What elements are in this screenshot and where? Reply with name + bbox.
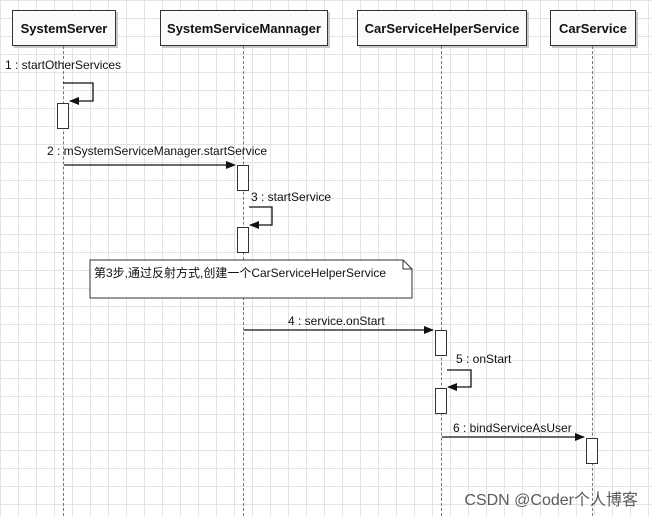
participant-car-service-helper-service: CarServiceHelperService bbox=[357, 10, 527, 46]
lifeline-system-server bbox=[63, 46, 64, 516]
csdn-watermark: CSDN @Coder个人博客 bbox=[464, 492, 638, 509]
message-arrow-1 bbox=[63, 82, 94, 105]
message-arrow-3 bbox=[249, 206, 273, 229]
lifeline-car-service-helper-service bbox=[441, 46, 442, 516]
lifeline-car-service bbox=[592, 46, 593, 516]
message-arrow-5 bbox=[447, 369, 472, 391]
activation-system-server bbox=[57, 103, 69, 129]
message-label-1: 1 : startOtherServices bbox=[5, 58, 122, 72]
message-label-3: 3 : startService bbox=[251, 190, 332, 204]
note-shape bbox=[89, 259, 413, 299]
note-text: 第3步,通过反射方式,创建一个CarServiceHelperService bbox=[94, 266, 387, 280]
activation-car-service bbox=[586, 438, 598, 464]
participant-system-service-manager: SystemServiceMannager bbox=[160, 10, 328, 46]
message-label-6: 6 : bindServiceAsUser bbox=[453, 421, 572, 435]
message-label-4: 4 : service.onStart bbox=[288, 314, 385, 328]
participant-system-server: SystemServer bbox=[12, 10, 116, 46]
participant-car-service: CarService bbox=[550, 10, 636, 46]
activation-system-service-manager-1 bbox=[237, 165, 249, 191]
message-label-2: 2 : mSystemServiceManager.startService bbox=[47, 144, 268, 158]
activation-system-service-manager-2 bbox=[237, 227, 249, 253]
activation-car-service-helper-2 bbox=[435, 388, 447, 414]
message-label-5: 5 : onStart bbox=[456, 352, 512, 366]
activation-car-service-helper-1 bbox=[435, 330, 447, 356]
